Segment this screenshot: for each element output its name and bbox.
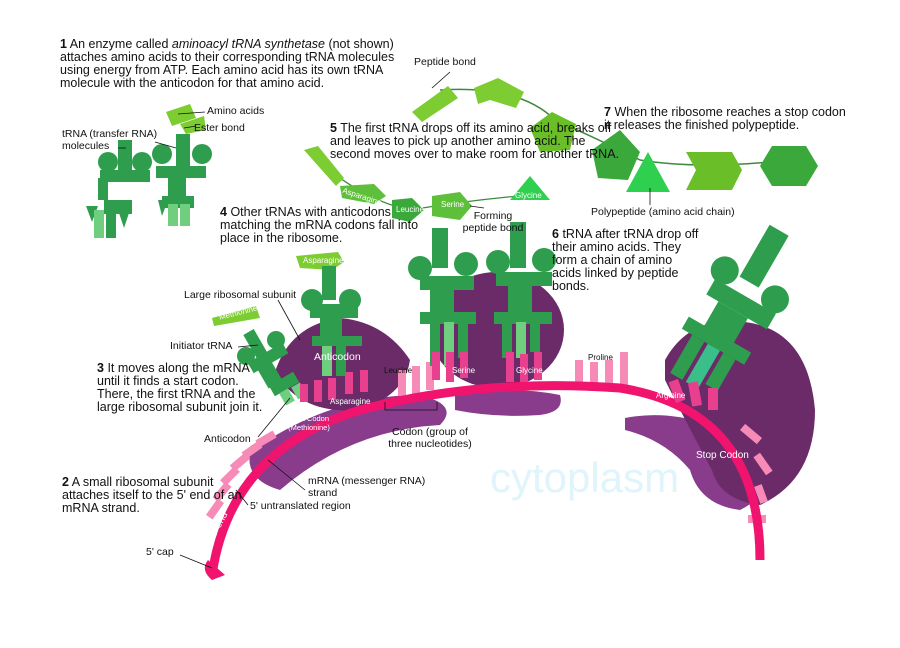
free-trna-2 [152,134,212,226]
tag-glycine: Glycine [515,191,542,200]
label-initiator-trna: Initiator tRNA [170,340,233,352]
amino-acid-3 [530,112,576,152]
codon-label-stop: Stop Codon [696,450,749,461]
step-3-text: It moves along the mRNA until it finds a… [97,361,263,414]
amino-acid-4 [592,130,640,180]
step-6-note: 6 tRNA after tRNA drop off their amino a… [552,228,702,293]
step-1-text-b: (not shown) attaches amino acids to thei… [60,37,395,90]
step-5-number: 5 [330,121,337,135]
step1-amino-acid-b [180,116,206,134]
amino-acid-7 [760,146,818,186]
amino-acid-5 [626,152,670,192]
label-peptide-bond: Peptide bond [414,56,476,68]
codon-label-arginine: Arginine [656,391,686,400]
step-7-text: When the ribosome reaches a stop codon i… [604,105,846,132]
label-ester-bond: Ester bond [194,122,245,134]
step-4-text: Other tRNAs with anticodons matching the… [220,205,419,245]
label-polypeptide: Polypeptide (amino acid chain) [591,206,735,218]
small-subunit-left [249,395,447,490]
codon-pink-ticks [300,352,718,410]
tag-serine: Serine [441,200,465,209]
step-5-note: 5 The first tRNA drops off its amino aci… [330,122,620,161]
glycine-aa [510,176,550,200]
step-2-text: A small ribosomal subunit attaches itsel… [62,475,242,515]
codon-label-glycine: Glycine [516,366,543,375]
codon-label-leucine: Leucine [384,366,413,375]
label-anticodon-inside: Anticodon [314,351,361,363]
codon-label-asparagine: Asparagine [330,397,371,406]
five-prime-cap [204,560,225,580]
step-4-number: 4 [220,205,227,219]
serine-aa [432,192,472,220]
leucine-aa [392,198,424,222]
free-trna-1 [86,140,152,238]
label-forming-peptide-bond: Forming peptide bond [462,210,524,234]
step-6-text: tRNA after tRNA drop off their amino aci… [552,227,699,293]
label-cytoplasm: cytoplasm [490,454,680,501]
step-1-enzyme-name: aminoacyl tRNA synthetase [171,37,325,51]
asparagine-aa-top [340,184,386,204]
step-4-note: 4 Other tRNAs with anticodons matching t… [220,206,420,245]
codon-bracket [384,402,438,411]
trna-glycine [486,222,556,358]
asparagine-free-aa [296,252,344,270]
amino-acid-6 [686,152,742,190]
label-utr: 5' untranslated region [250,500,351,512]
methionine-free-aa [212,306,260,326]
polypeptide-chain [412,78,818,192]
label-mrna: mRNA (messenger RNA) strand [308,475,426,499]
label-amino-acids: Amino acids [207,105,265,117]
small-subunit-middle [455,390,561,416]
mrna-strand [207,381,765,576]
trna-leaving [670,224,789,391]
forming-peptide-chain [304,146,550,222]
methionine-aa-top [304,146,344,186]
amino-acid-1 [412,86,458,122]
label-cap: 5' cap [146,546,174,558]
step-7-number: 7 [604,105,611,119]
amino-acid-2 [474,78,524,108]
label-trna: tRNA (transfer RNA) molecules [62,128,158,152]
tag-asparagine-free: Asparagine [303,256,344,265]
step-1-text-a: An enzyme called [69,37,172,51]
codon-label-start: Start Codon (Methionine) [288,414,330,432]
label-large-subunit: Large ribosomal subunit [184,289,297,301]
label-codon: Codon (group of three nucleotides) [388,426,472,450]
label-anticodon-left: Anticodon [204,433,251,445]
step-3-note: 3 It moves along the mRNA until it finds… [97,362,267,414]
tag-leucine: Leucine [396,205,425,214]
step-5-text: The first tRNA drops off its amino acid,… [330,121,620,161]
step-7-note: 7 When the ribosome reaches a stop codon… [604,106,850,132]
step1-amino-acid-a [166,104,196,126]
step-1-note: 1 An enzyme called aminoacyl tRNA synthe… [60,38,420,90]
step-2-note: 2 A small ribosomal subunit attaches its… [62,476,242,515]
cap-pointer-line [179,554,213,569]
pointer-lines [118,71,651,506]
trna-asparagine [301,266,362,376]
step-6-number: 6 [552,227,559,241]
trna-serine [408,228,478,366]
initiator-trna [237,329,307,406]
codon-label-proline: Proline [588,353,613,362]
step-1-number: 1 [60,37,67,51]
codon-label-serine: Serine [452,366,476,375]
step-3-number: 3 [97,361,104,375]
step-2-number: 2 [62,475,69,489]
